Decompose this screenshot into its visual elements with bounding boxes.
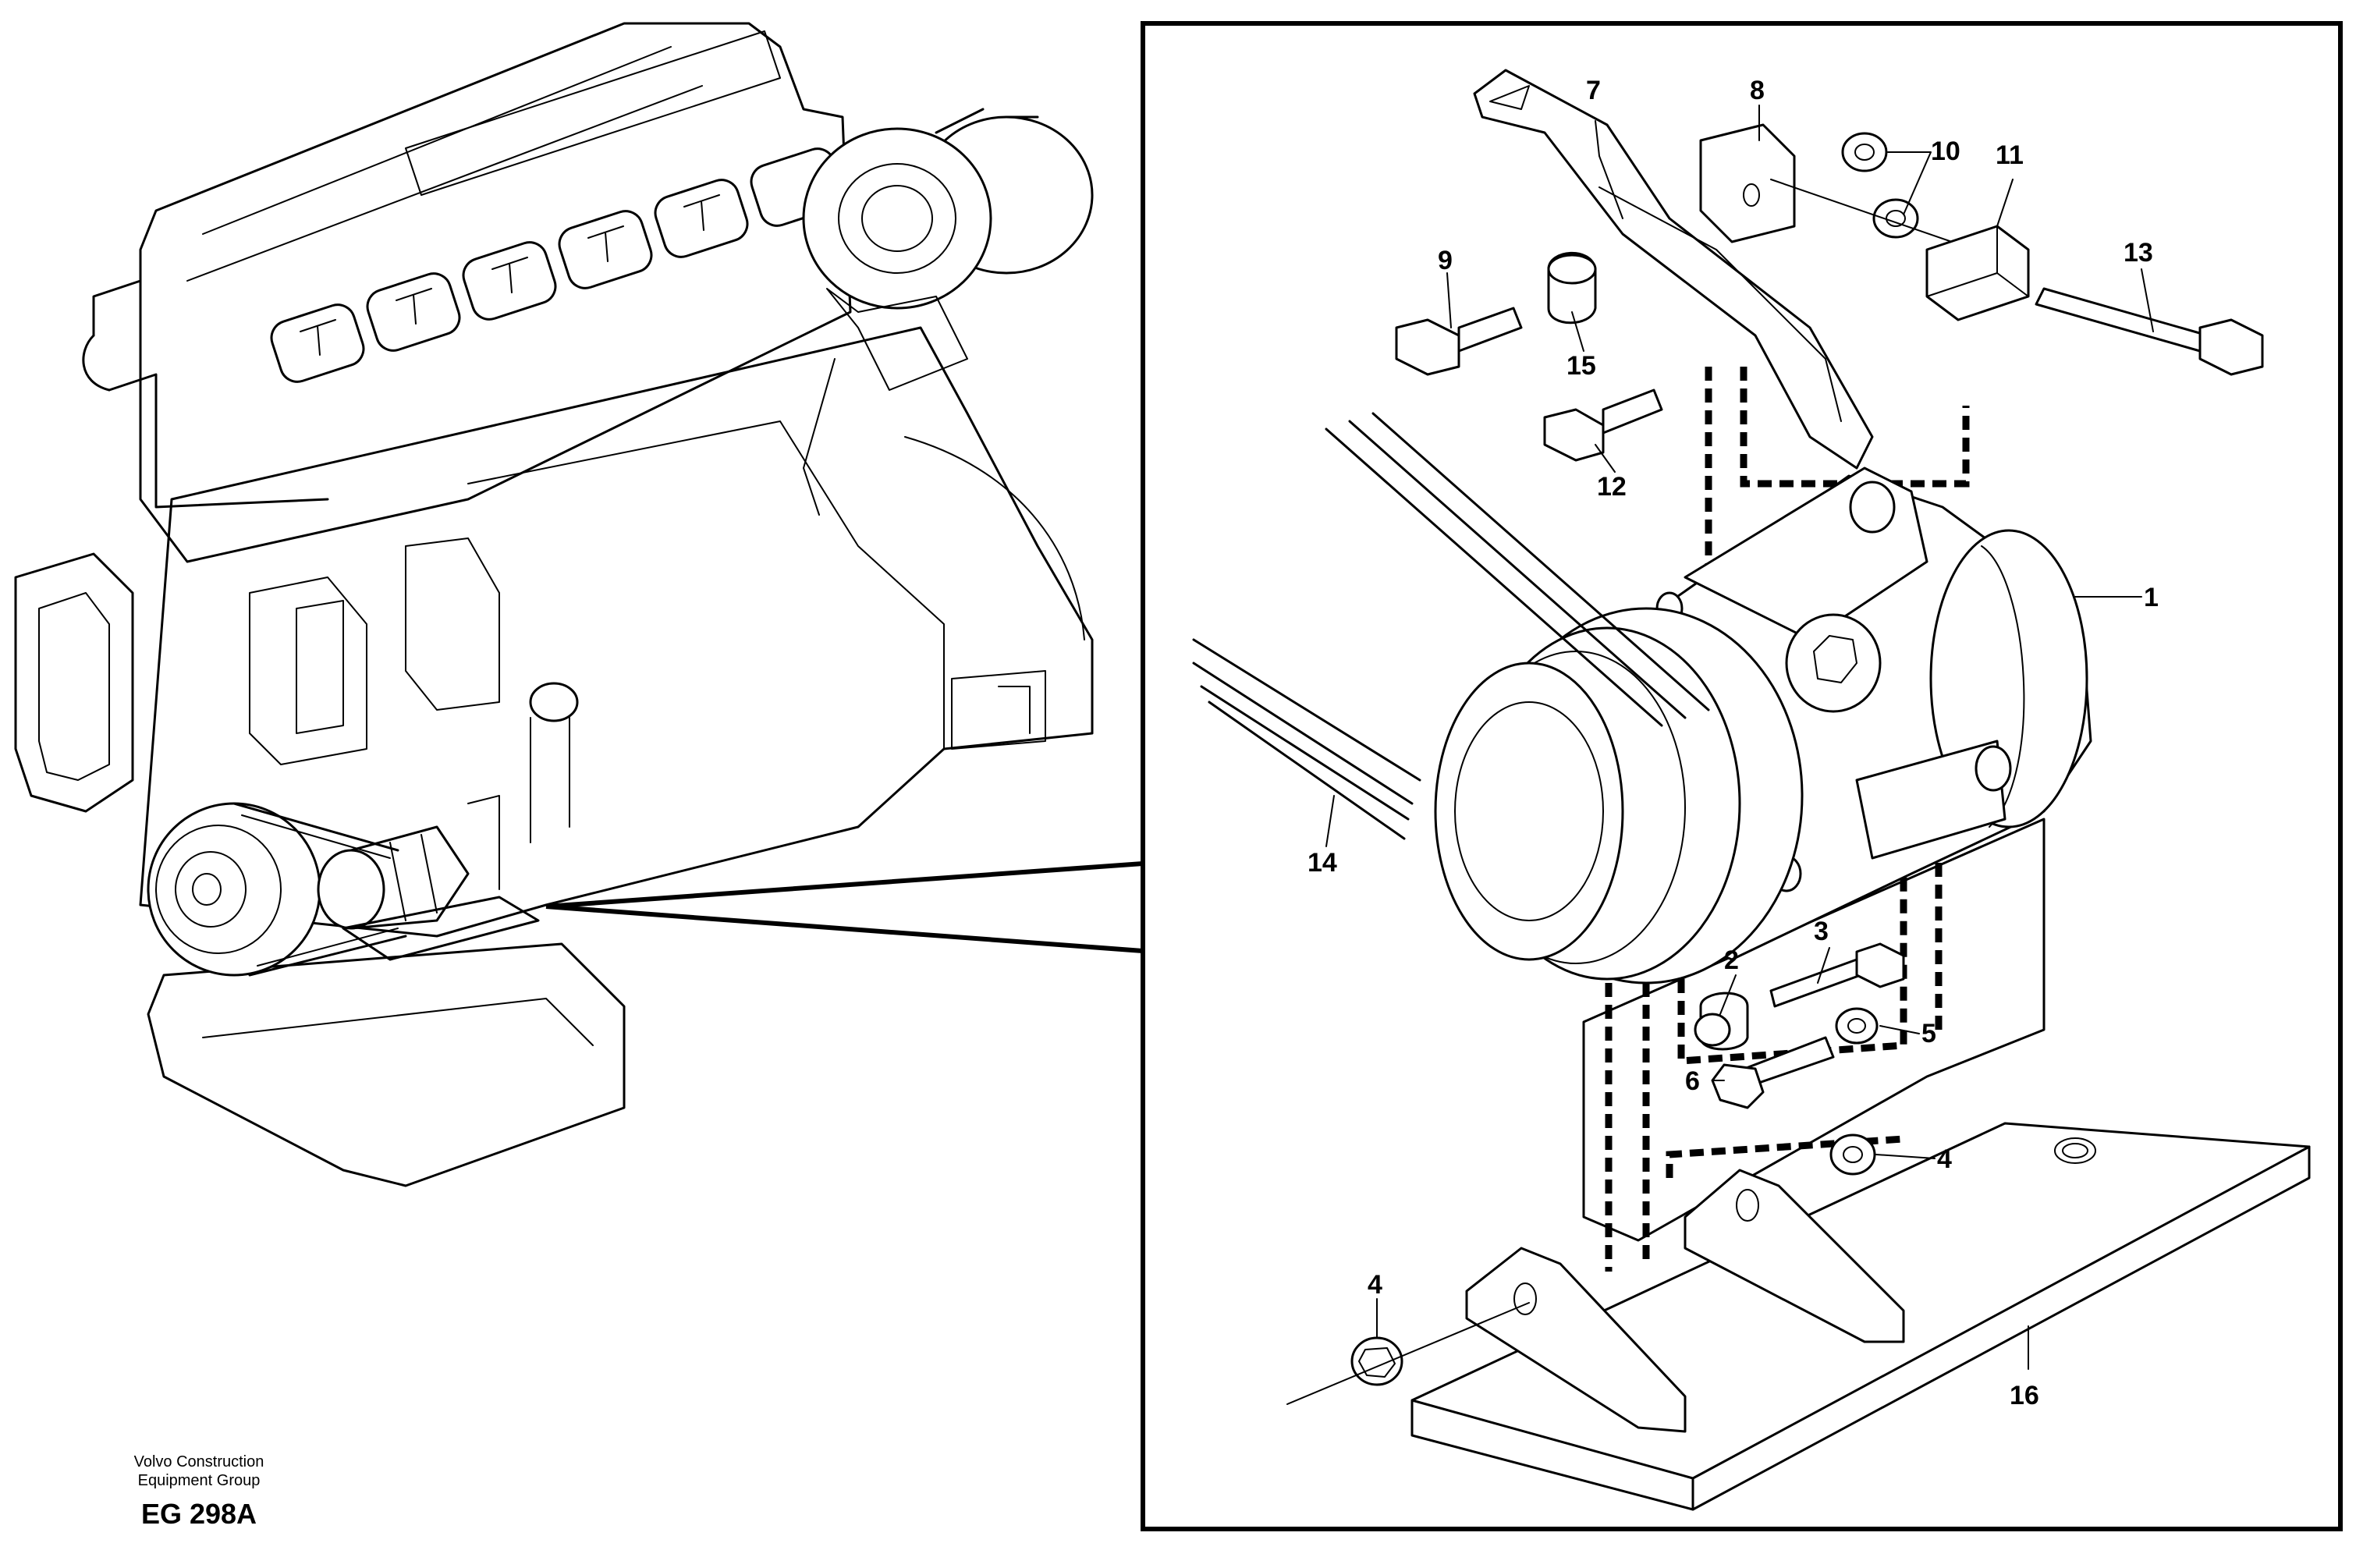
callout-8: 8 (1750, 76, 1765, 105)
figure-code: EG 298A (140, 1498, 257, 1530)
part-3-bolt (1769, 942, 1905, 1008)
bracket-arm (1473, 69, 1874, 470)
callout-16: 16 (2010, 1381, 2039, 1410)
part-11-spacer-edge (1926, 225, 2029, 297)
part-8-hole (1743, 183, 1760, 207)
part-5-washer (1835, 1007, 1879, 1045)
part-4-nut-right (1829, 1133, 1876, 1176)
compressor-small (317, 795, 540, 961)
zoom-connector-lines (545, 861, 1144, 953)
callout-2: 2 (1724, 945, 1739, 975)
cylinder-caps (270, 147, 845, 383)
part-8-bracket (1699, 123, 1796, 243)
part-2-spacer-end (1694, 1013, 1731, 1047)
part-9-bolt (1395, 307, 1523, 376)
engine-overview-illustration (14, 22, 1094, 1187)
leader-lines (1325, 105, 2154, 1370)
drive-belts (1192, 412, 1710, 840)
part-15-spacer-end (1547, 254, 1597, 285)
callout-numbers: 1 2 3 4 4 5 6 7 8 10 9 11 12 13 14 15 16 (1308, 76, 2159, 1410)
callout-15: 15 (1567, 351, 1596, 381)
callout-6: 6 (1685, 1066, 1700, 1096)
callout-4-right: 4 (1937, 1144, 1952, 1174)
callout-10: 10 (1931, 137, 1960, 166)
part-10-washer-upper (1841, 132, 1888, 172)
part-12-bolt (1543, 388, 1663, 462)
mounting-bracket (1410, 818, 2311, 1511)
part-10-washer-lower (1872, 198, 1919, 239)
publisher-name-line2: Equipment Group (137, 1472, 261, 1489)
ac-compressor (1434, 466, 2092, 984)
callout-9: 9 (1438, 246, 1453, 275)
publisher-credit: Volvo Construction Equipment Group (101, 1453, 296, 1490)
callout-11: 11 (1996, 140, 2024, 170)
publisher-name-line1: Volvo Construction (133, 1453, 264, 1470)
crank-pulley (147, 802, 321, 977)
part-5-washer-hole (1847, 1018, 1866, 1034)
callout-7: 7 (1586, 76, 1601, 105)
callout-4-left: 4 (1368, 1270, 1382, 1300)
part-11-spacer (1925, 225, 2030, 321)
callout-13: 13 (2124, 238, 2153, 268)
callout-3: 3 (1814, 917, 1829, 946)
detail-frame (1141, 21, 2343, 1531)
part-13-long-bolt (2035, 287, 2264, 376)
callout-1: 1 (2144, 583, 2159, 612)
part-10-washer-upper-hole (1854, 144, 1875, 161)
callout-14: 14 (1308, 848, 1337, 878)
part-4-axis-line (1286, 1302, 1530, 1405)
callout-5: 5 (1921, 1019, 1936, 1048)
turbocharger (802, 108, 1094, 391)
callout-12: 12 (1597, 472, 1627, 502)
part-4-nut-left (1350, 1336, 1403, 1386)
